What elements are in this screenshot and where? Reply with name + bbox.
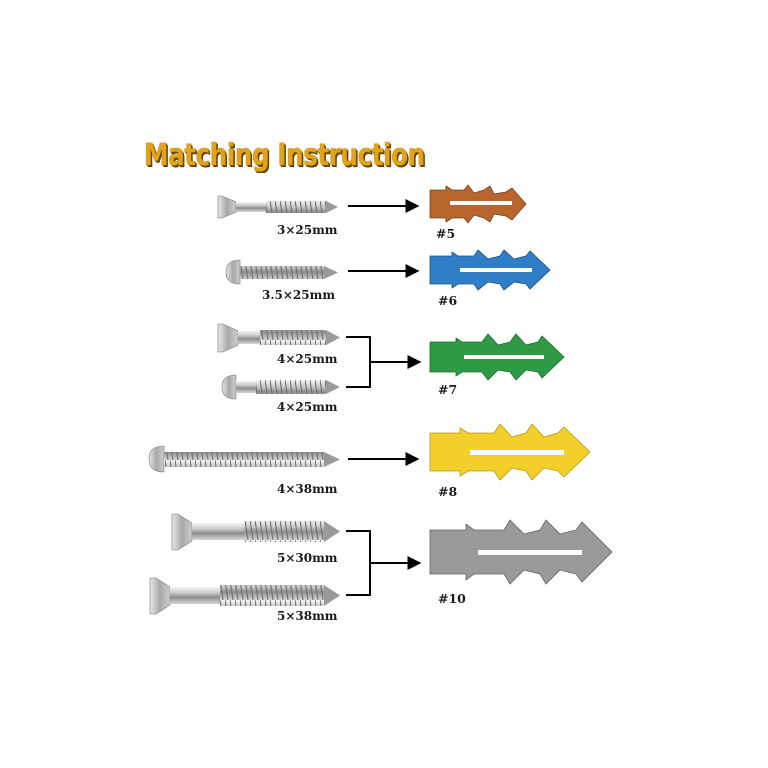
bracket-connector	[346, 530, 418, 596]
bracket-connector	[346, 336, 418, 388]
anchor-number: #6	[438, 293, 457, 308]
screw-size-label: 4×25mm	[277, 352, 338, 366]
screw-4x25-flat	[217, 323, 340, 353]
screw-size-label: 3×25mm	[277, 223, 338, 237]
anchor-10	[429, 519, 613, 585]
anchor-8	[429, 423, 591, 481]
anchor-number: #10	[438, 591, 466, 606]
anchor-5	[429, 184, 527, 224]
screw-3-5x25	[225, 259, 338, 285]
screw-5x38	[149, 577, 340, 615]
anchor-6	[429, 249, 551, 291]
screw-size-label: 3.5×25mm	[262, 288, 335, 302]
diagram-title: Matching Instruction	[144, 138, 425, 173]
screw-size-label: 4×25mm	[277, 400, 338, 414]
anchor-number: #8	[438, 484, 457, 499]
screw-size-label: 4×38mm	[277, 482, 338, 496]
screw-4x25-pan	[221, 374, 340, 400]
screw-size-label: 5×30mm	[277, 551, 338, 565]
screw-size-label: 5×38mm	[277, 609, 338, 623]
screw-3x25	[217, 195, 338, 219]
anchor-number: #5	[436, 226, 455, 241]
screw-4x38	[148, 445, 340, 473]
anchor-7	[429, 333, 565, 381]
screw-5x30	[171, 513, 340, 551]
anchor-number: #7	[438, 382, 457, 397]
